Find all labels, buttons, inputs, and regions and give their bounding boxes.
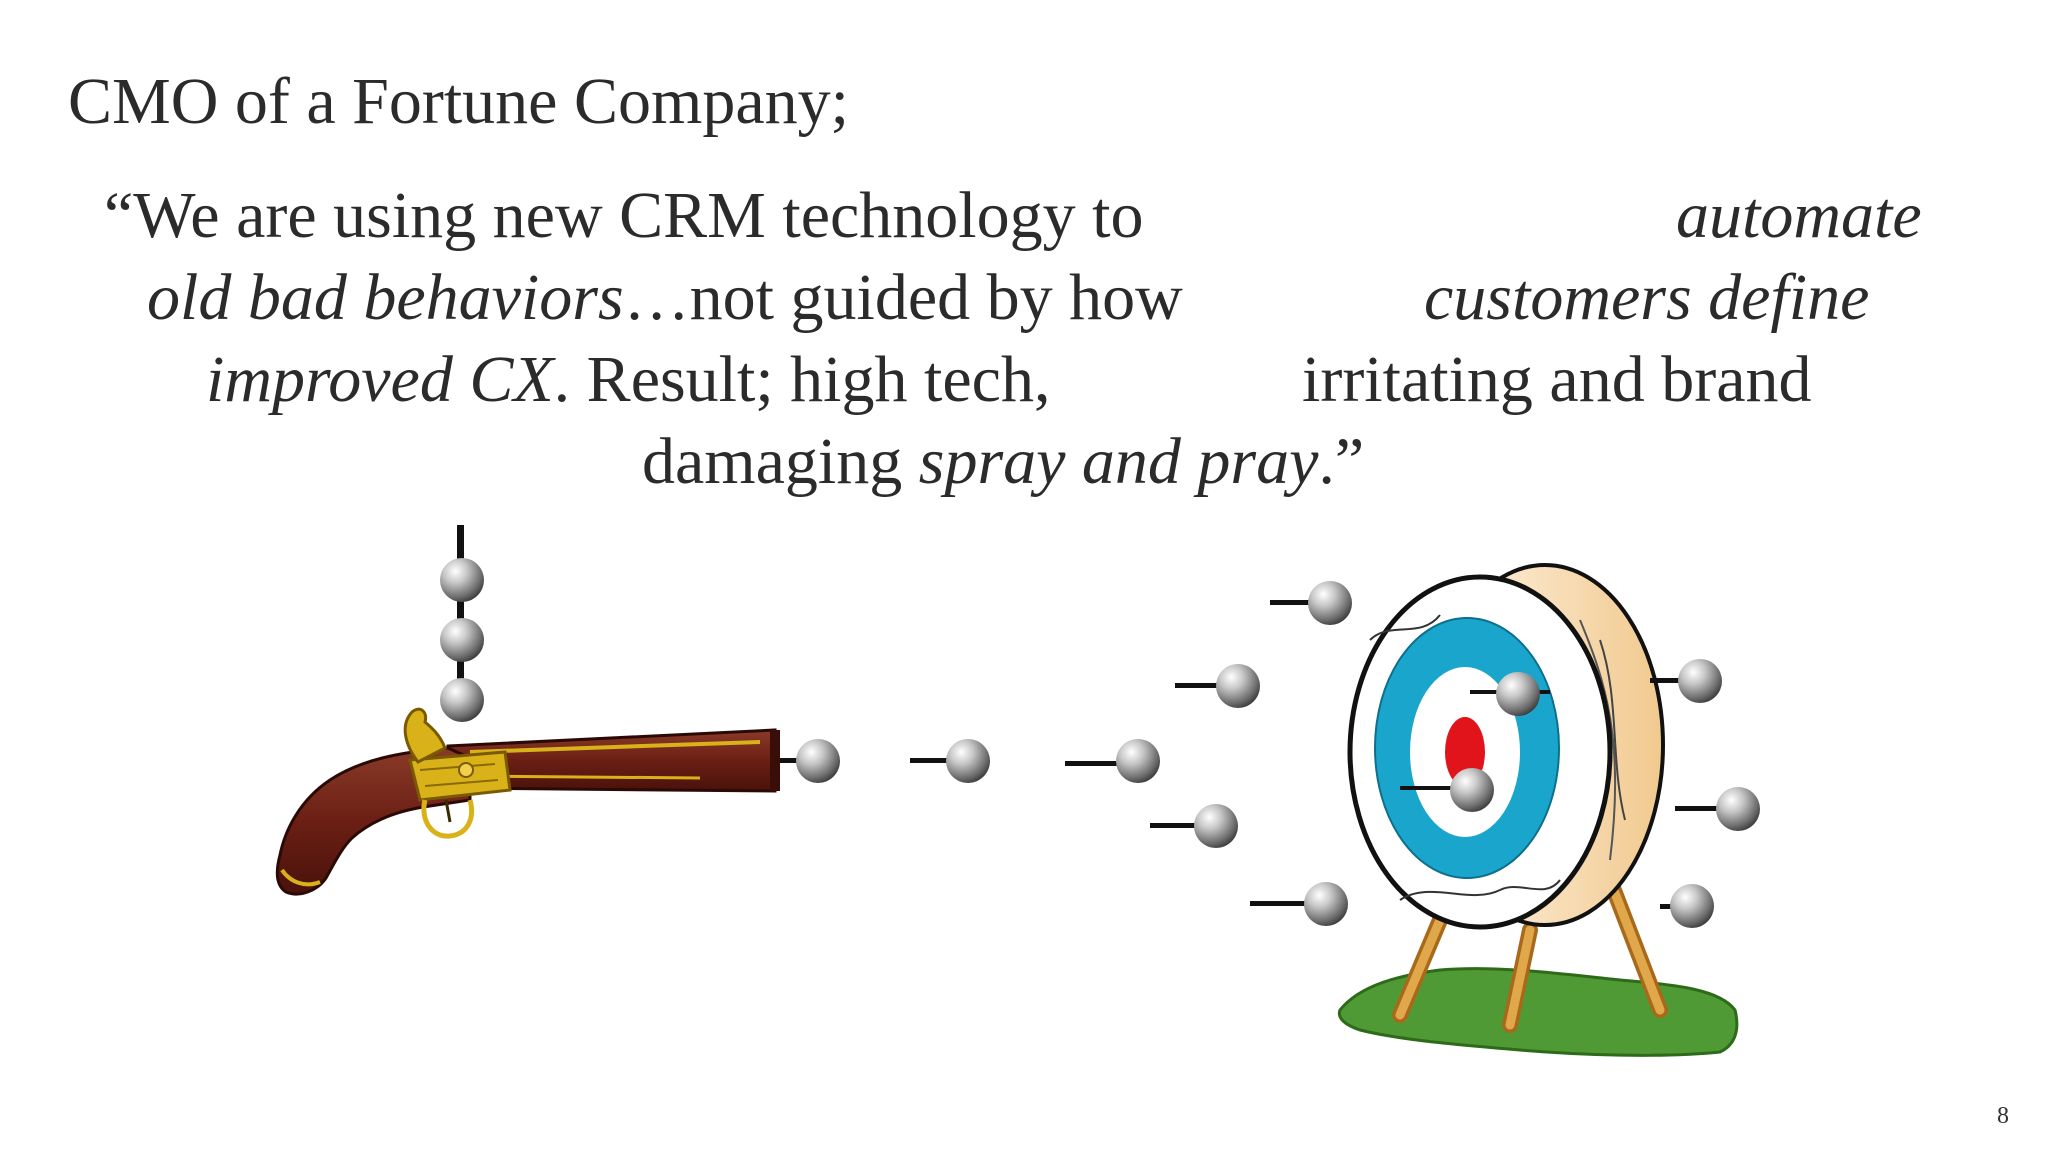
- bullet-ball-icon: [440, 525, 484, 722]
- quote-emphasis: spray and pray: [918, 425, 1319, 498]
- page-number: 8: [1997, 1103, 2009, 1129]
- archery-target-icon: [1337, 563, 1760, 1057]
- flintlock-pistol-icon: [275, 707, 780, 896]
- quote-emphasis: automate: [1676, 179, 1922, 252]
- quote-emphasis: improved CX: [206, 343, 554, 416]
- quote-line-2: old bad behaviors…not guided by how: [147, 258, 1183, 338]
- quote-text: . Result; high tech,: [553, 343, 1051, 416]
- quote-line-2-end: customers define: [1424, 258, 1869, 338]
- quote-line-4: damaging spray and pray.”: [642, 422, 1364, 502]
- bullet-ball-icon: [780, 581, 1352, 926]
- quote-line-3-end: irritating and brand: [1302, 340, 1812, 420]
- quote-emphasis: old bad behaviors: [147, 261, 624, 334]
- quote-text: …not guided by how: [623, 261, 1183, 334]
- quote-line-3: improved CX. Result; high tech,: [206, 340, 1050, 420]
- quote-text: .”: [1318, 425, 1365, 498]
- quote-text: “We are using new CRM technology to: [104, 179, 1144, 252]
- quote-text: irritating and brand: [1302, 343, 1812, 416]
- slide-title: CMO of a Fortune Company;: [68, 65, 849, 138]
- quote-line-1-end: automate: [1676, 176, 1922, 256]
- quote-text: damaging: [642, 425, 919, 498]
- quote-emphasis: customers define: [1424, 261, 1870, 334]
- quote-line-1: “We are using new CRM technology to: [104, 176, 1143, 256]
